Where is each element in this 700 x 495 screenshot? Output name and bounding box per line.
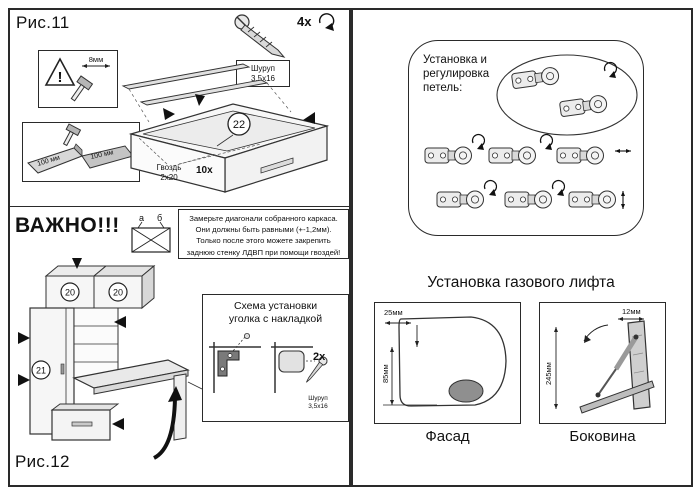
arrow [112, 418, 124, 430]
diagonal-check-diagram: а б [131, 213, 171, 253]
screw-icon [234, 14, 286, 58]
screw-icon [244, 333, 251, 339]
note-line-2: Они должны быть равными (+-1,2мм). [195, 225, 332, 235]
warning-exclamation: ! [58, 69, 63, 86]
mount-hole [448, 379, 484, 403]
arrow [72, 258, 82, 269]
side-panel-illustration: 12мм 245мм [544, 307, 655, 414]
hammer-corner-box: 100 мм 100 мм [22, 122, 140, 182]
cabinet-illustration: 20 20 21 [18, 258, 202, 460]
side-panel-label: Боковина [569, 428, 636, 445]
warning-nail-box: ! 8мм [38, 50, 118, 108]
gaslift-title: Установка газового лифта [427, 274, 615, 291]
nail-size: 2х20 [160, 172, 178, 182]
hammer-icon [70, 75, 94, 102]
facade-label: Фасад [425, 428, 470, 445]
facade-illustration: 25мм 85мм [381, 308, 507, 407]
important-title: ВАЖНО!!! [15, 214, 120, 237]
part-number-22: 22 [233, 119, 245, 131]
side-dim-top: 12мм [622, 307, 641, 316]
drawer-handle [260, 157, 294, 174]
note-line-4: заднюю стенку ЛДВП при помощи гвоздей! [186, 247, 341, 257]
note-line-1: Замерьте диагонали собранного каркаса. [189, 214, 338, 223]
facade-box: 25мм 85мм [374, 302, 521, 424]
drawer-illustration: 22 [121, 63, 330, 193]
fig12-label: Рис.12 [15, 452, 70, 471]
important-note: Замерьте диагонали собранного каркаса. О… [178, 209, 349, 259]
bracket-cover [278, 350, 305, 373]
part-badge [227, 112, 251, 136]
side-panel [627, 320, 651, 410]
note-line-3: Только после этого можете закрепить [196, 236, 331, 246]
part-badge [31, 360, 51, 380]
arrow [195, 94, 205, 106]
hinges-title-line3: петель: [423, 82, 463, 94]
side-dim-left: 245мм [544, 362, 553, 385]
corner-bracket-inset: Схема установки уголка с накладкой 2х [202, 294, 349, 422]
screw-size: 3,5х16 [250, 73, 276, 83]
nail-label: Гвоздь 2х20 [144, 163, 194, 182]
rotate-arrow-icon [318, 13, 335, 31]
bent-arrow [152, 397, 177, 460]
gas-strut-rod [597, 368, 617, 396]
hinges-illustration [424, 54, 638, 209]
arrow [163, 108, 175, 120]
facade-dim-left: 85мм [381, 364, 390, 383]
diagonal-b-label: б [157, 213, 162, 223]
gas-strut-cylinder [613, 335, 639, 371]
screw-icon [306, 356, 328, 383]
nail-depth-dim: 8мм [89, 55, 103, 64]
arrow [168, 386, 182, 402]
part-badge [60, 282, 80, 302]
fig11-label: Рис.11 [16, 13, 70, 32]
part-number-20a: 20 [65, 288, 75, 298]
inset-title-line1: Схема установки [233, 300, 318, 312]
screw-name: Шуруп [251, 64, 275, 73]
hinges-title-line1: Установка и [423, 54, 487, 66]
corner-dim-right: 100 мм [90, 149, 114, 161]
opened-facade [579, 380, 655, 414]
part-number-21: 21 [36, 366, 46, 376]
screw-count: 4х [297, 14, 312, 29]
hinges-box: Установка и регулировка петель: [408, 40, 644, 236]
hinges-title-line2: регулировка [423, 68, 490, 80]
nail-name: Гвоздь [156, 163, 182, 172]
inset-screw-count: 2х [313, 351, 326, 363]
section-divider [10, 206, 349, 207]
bracket-illustration [209, 333, 328, 393]
diagonal-a-label: а [139, 213, 144, 223]
arrow [18, 374, 30, 386]
nail-count: 10х [196, 165, 213, 176]
part-number-20b: 20 [113, 288, 123, 298]
part-badge [108, 282, 128, 302]
hammer-icon [62, 123, 82, 147]
arrow [303, 112, 315, 124]
arrow [18, 332, 30, 344]
inset-title-line2: уголка с накладкой [228, 313, 323, 325]
inset-screw-size: 3,5х16 [308, 403, 328, 410]
warning-illustration: ! 8мм [44, 55, 110, 102]
drawer-handle [71, 421, 93, 427]
side-panel-box: 12мм 245мм [539, 302, 666, 424]
corner-illustration: 100 мм 100 мм [27, 123, 134, 174]
facade-dim-top: 25мм [384, 308, 403, 317]
inset-screw-name: Шуруп [308, 395, 328, 402]
arrow [114, 316, 126, 328]
